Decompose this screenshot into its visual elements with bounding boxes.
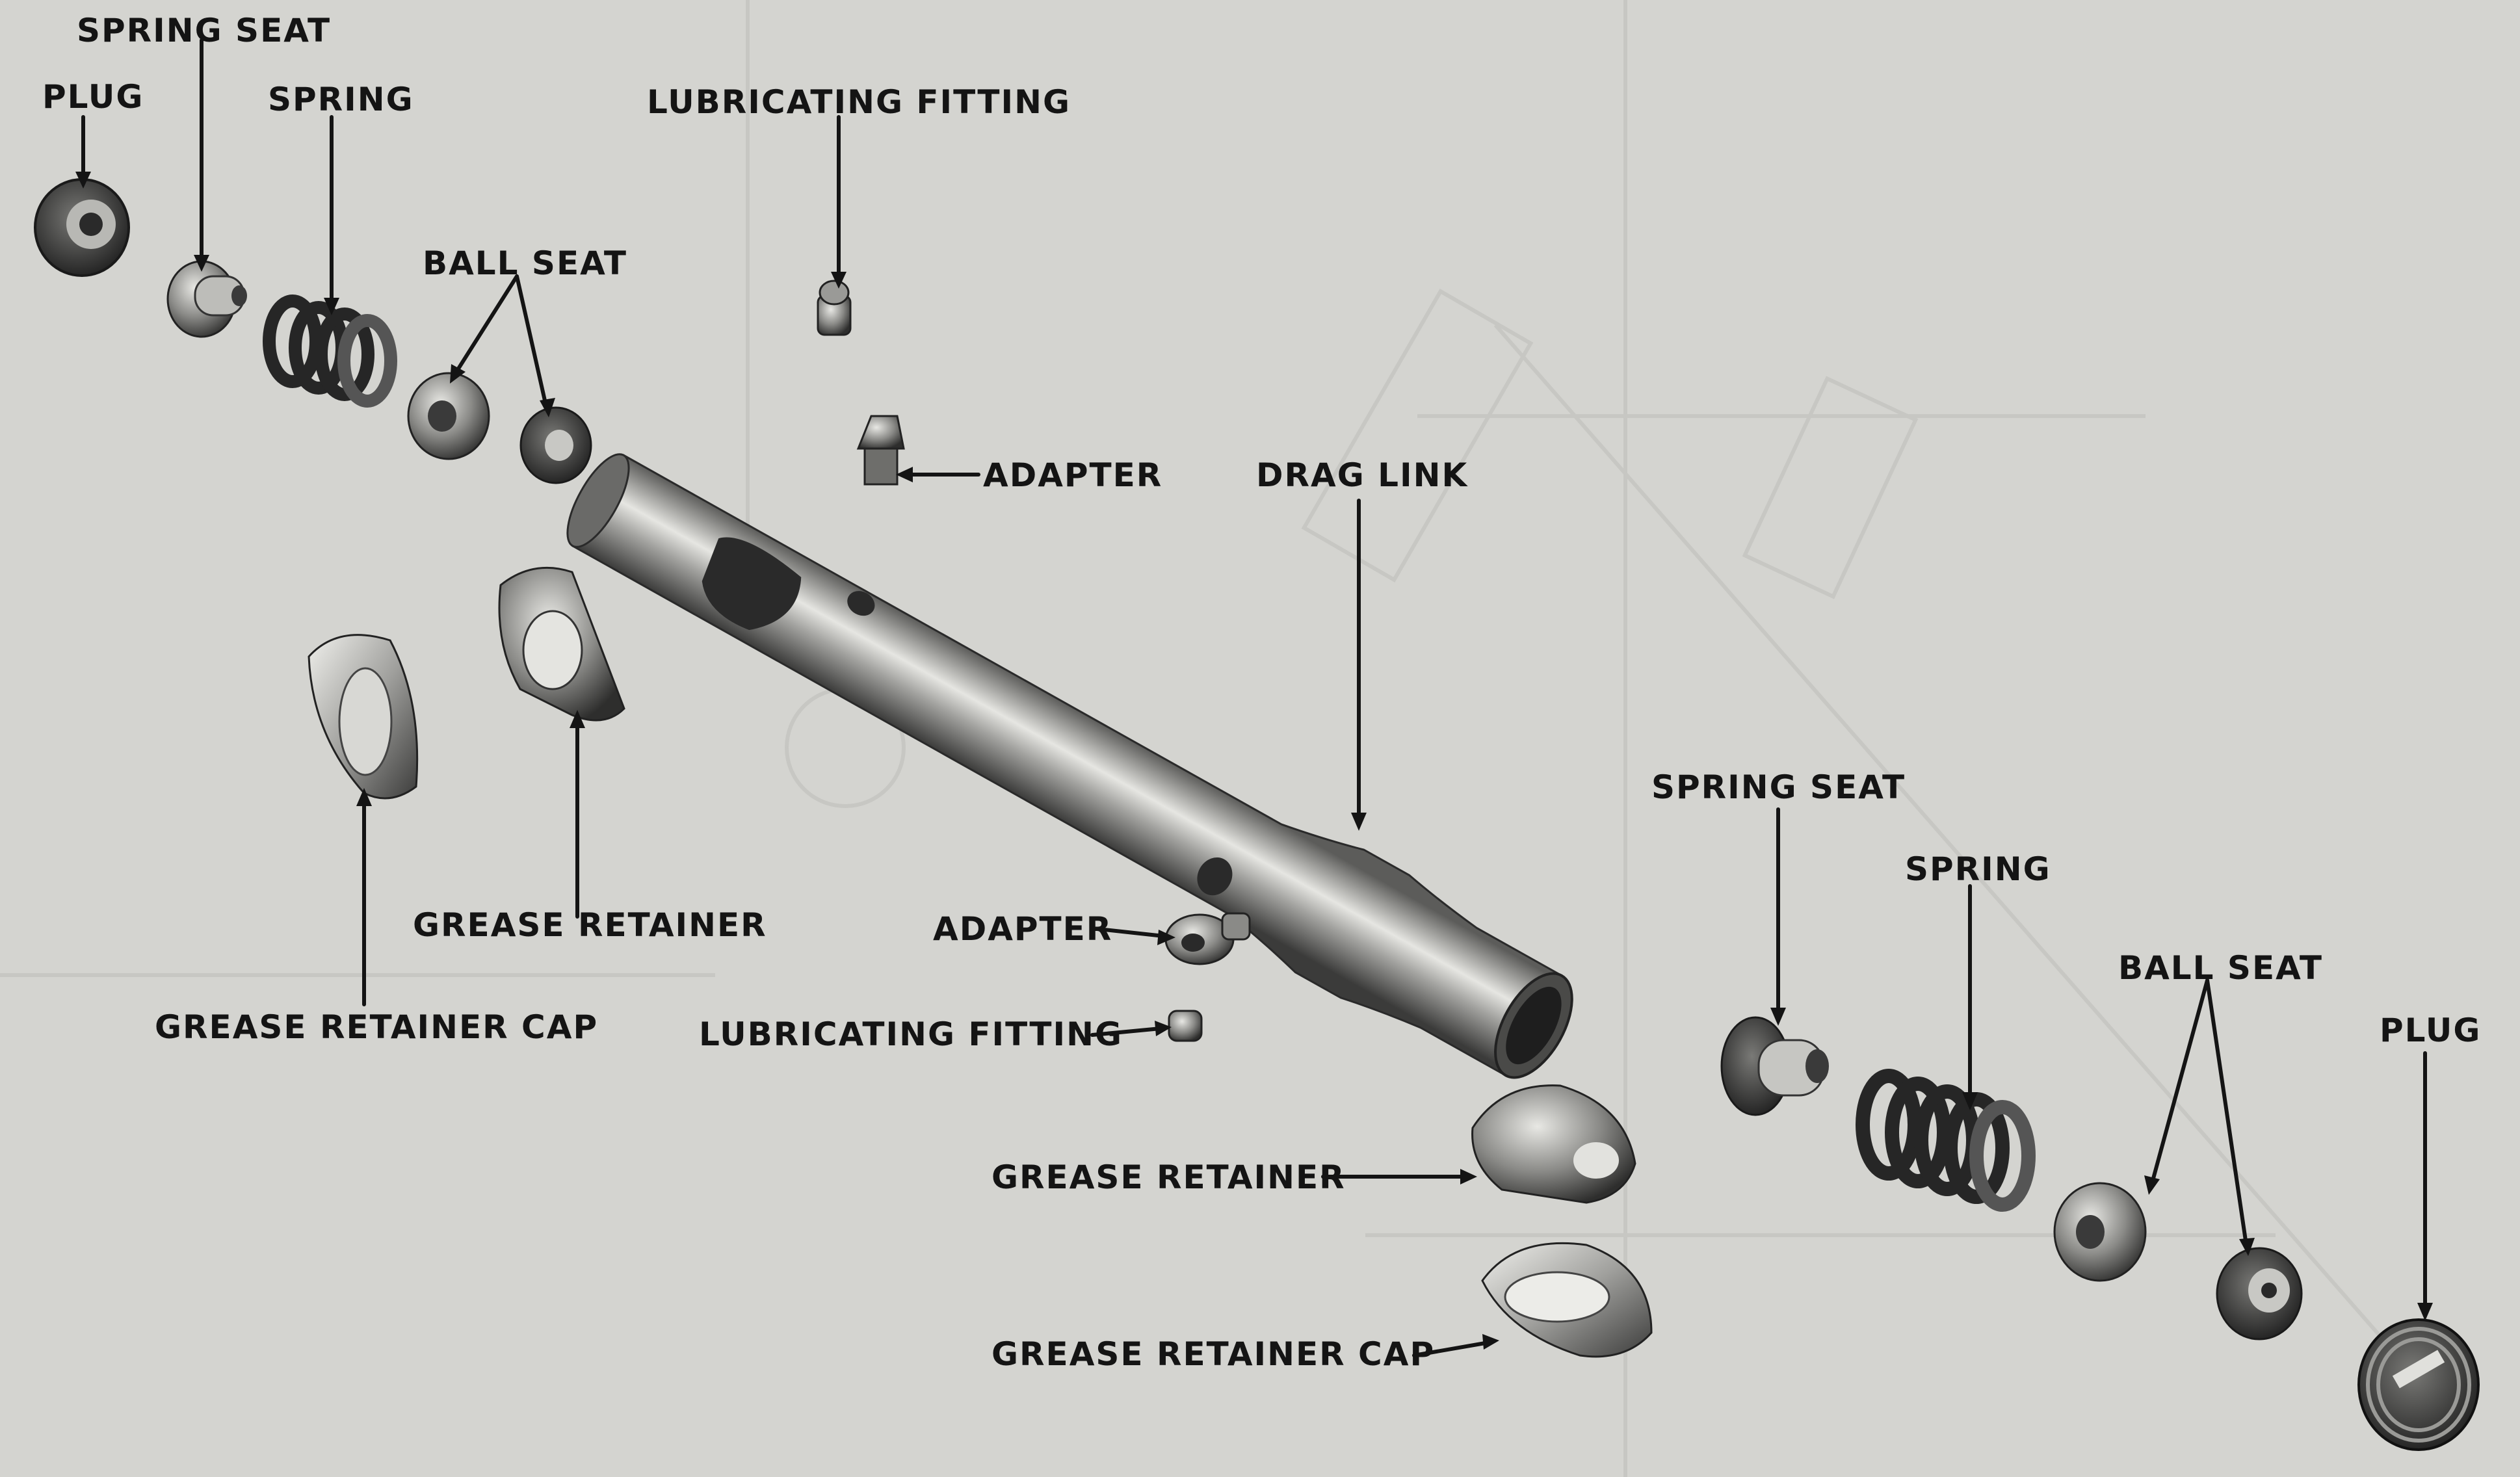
label-lubricating-fitting-bottom: LUBRICATING FITTING	[699, 1015, 1123, 1053]
label-spring-right: SPRING	[1905, 850, 2051, 888]
label-adapter-bottom: ADAPTER	[933, 910, 1113, 948]
label-grease-retainer-cap-right: GREASE RETAINER CAP	[991, 1335, 1436, 1373]
label-plug-left: PLUG	[42, 78, 144, 116]
plug-right-part	[2357, 1318, 2480, 1451]
spring-left-part	[263, 294, 397, 408]
label-grease-retainer-cap-left: GREASE RETAINER CAP	[155, 1008, 599, 1046]
label-spring-left: SPRING	[268, 81, 414, 118]
grease-retainer-right-part	[1471, 1084, 1636, 1204]
grease-retainer-cap-left-part	[308, 634, 419, 800]
spring-right-part	[1856, 1069, 2036, 1212]
label-ball-seat-left: BALL SEAT	[423, 244, 628, 282]
adapter-top-part	[856, 415, 905, 486]
adapter-bottom-part	[1164, 912, 1251, 965]
label-spring-seat-left: SPRING SEAT	[77, 12, 332, 49]
ball-seat-left-part-a	[407, 372, 490, 460]
lubricating-fitting-bottom-part	[1168, 1010, 1203, 1042]
leader-arrowheads	[75, 172, 2433, 1350]
grease-retainer-cap-right-part	[1481, 1242, 1653, 1358]
ball-seat-right-part-a	[2053, 1182, 2147, 1282]
lubricating-fitting-top-part	[817, 280, 852, 336]
label-plug-right: PLUG	[2380, 1012, 2482, 1049]
leader-lines	[81, 38, 2427, 1357]
ball-seat-right-part-b	[2216, 1247, 2303, 1340]
label-grease-retainer-right: GREASE RETAINER	[991, 1158, 1346, 1196]
label-drag-link: DRAG LINK	[1256, 456, 1469, 494]
plug-left-part	[34, 178, 130, 277]
grease-retainer-left-part	[498, 566, 625, 722]
label-lubricating-fitting-top: LUBRICATING FITTING	[647, 83, 1071, 121]
background-ghost-drawing	[0, 0, 2408, 1477]
spring-seat-right-part	[1720, 1016, 1829, 1116]
label-spring-seat-right: SPRING SEAT	[1651, 768, 1906, 806]
spring-seat-left-part	[166, 260, 247, 338]
drag-link-tube	[566, 453, 1573, 1079]
label-grease-retainer-left: GREASE RETAINER	[413, 906, 767, 944]
label-ball-seat-right: BALL SEAT	[2118, 949, 2324, 987]
ball-seat-left-part-b	[519, 406, 592, 484]
label-adapter-top: ADAPTER	[983, 456, 1163, 494]
